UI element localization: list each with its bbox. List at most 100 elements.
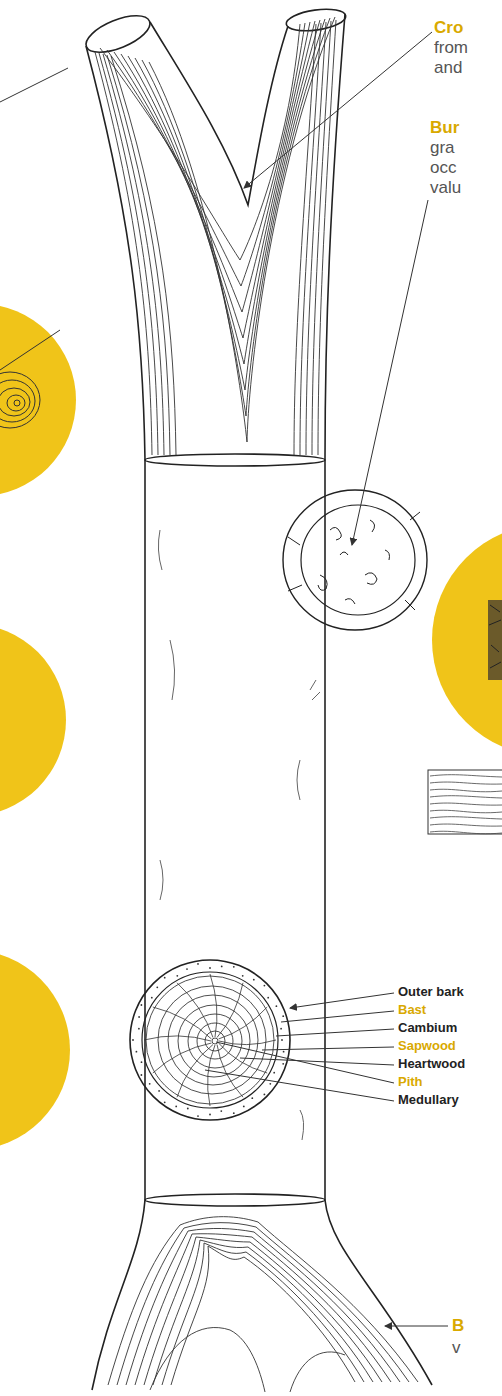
ray-line: [219, 1007, 268, 1039]
bark-dot: [138, 1028, 140, 1030]
ray-line: [208, 1045, 215, 1106]
bark-dot: [175, 1106, 177, 1108]
ray-line: [177, 983, 213, 1038]
bark-dot: [276, 1005, 278, 1007]
grain-line: [430, 803, 502, 805]
note-text: gra: [430, 138, 455, 158]
bark-dot: [164, 977, 166, 979]
grain-line: [430, 817, 502, 819]
bark-dot: [176, 975, 178, 977]
yellow-circle: [0, 950, 70, 1150]
bark-dot: [141, 1004, 143, 1006]
root-grain: [108, 1217, 418, 1392]
grain-line: [121, 21, 315, 338]
grain-line: [430, 789, 502, 792]
part-name: Sapwood: [398, 1039, 456, 1054]
grain-lines: [430, 775, 502, 834]
part-name: Cro: [434, 18, 463, 38]
ring-sample: [0, 372, 40, 428]
cross-section: [130, 960, 290, 1120]
ray-line: [217, 983, 243, 1038]
bark-dot: [156, 986, 158, 988]
part-name: B: [452, 1316, 464, 1336]
bark-dot: [280, 1028, 282, 1030]
bark-dot: [282, 1015, 284, 1017]
note-text: valu: [430, 178, 461, 198]
grain-line: [117, 1223, 409, 1385]
bark-dot: [242, 975, 244, 977]
grain-line: [430, 831, 502, 834]
bark-dot: [282, 1063, 284, 1065]
bark-dot: [164, 1101, 166, 1103]
crotch-grain: [95, 17, 336, 455]
grain-line: [300, 23, 321, 455]
bark-marks: [158, 530, 320, 1140]
medullary-rays: [144, 974, 276, 1106]
note-text: v: [452, 1338, 461, 1358]
ray-line: [153, 1007, 212, 1039]
grain-line: [294, 24, 316, 455]
part-name: Outer bark: [398, 985, 464, 1000]
ray-line: [210, 974, 217, 1037]
bark-dot: [209, 967, 211, 969]
trunk-outline: [81, 6, 347, 1206]
part-name: Bast: [398, 1003, 426, 1018]
note-text: occ: [430, 158, 456, 178]
grain-sample: [428, 770, 502, 834]
bark-dot: [220, 1110, 222, 1112]
burl: [283, 490, 427, 630]
bark-dot: [253, 979, 255, 981]
bark-dots: [132, 963, 284, 1117]
grain-line: [150, 1328, 265, 1393]
burl-sample-texture: [489, 605, 501, 668]
yellow-circle: [0, 624, 66, 816]
bark-dot: [187, 1108, 189, 1110]
burl-sample: [488, 600, 502, 680]
part-name: Pith: [398, 1075, 423, 1090]
bark-dot: [251, 1097, 253, 1099]
note-text: and: [434, 58, 462, 78]
part-name: Bur: [430, 118, 459, 138]
bark-dot: [281, 1039, 283, 1041]
grain-line: [430, 810, 502, 813]
grain-line: [162, 1243, 364, 1385]
bark-dot: [136, 1051, 138, 1053]
bark-dot: [273, 1072, 275, 1074]
grain-line: [430, 824, 502, 826]
bark-dot: [264, 1094, 266, 1096]
grain-line: [430, 782, 502, 784]
grain-line: [430, 775, 502, 777]
part-name: Medullary: [398, 1093, 459, 1108]
grain-line: [108, 1217, 418, 1385]
bark-dot: [141, 1074, 143, 1076]
bark-dot: [186, 968, 188, 970]
bark-dot: [197, 1115, 199, 1117]
bark-dot: [233, 1112, 235, 1114]
grain-line: [135, 1234, 391, 1385]
bark-dot: [138, 1016, 140, 1018]
bark-dot: [158, 1090, 160, 1092]
grain-line: [171, 1246, 355, 1385]
bark-dot: [243, 1106, 245, 1108]
grain-line: [430, 796, 502, 798]
root-outline: [92, 1200, 432, 1390]
grain-line: [144, 1237, 382, 1385]
callout-line: [0, 68, 68, 102]
leader-lines: [205, 32, 448, 1326]
grain-line: [312, 21, 331, 455]
grain-line: [306, 22, 326, 455]
grain-line: [153, 1240, 373, 1385]
part-name: Heartwood: [398, 1057, 465, 1072]
ray-line: [217, 1045, 243, 1098]
ray-line: [144, 1036, 211, 1041]
grain-line: [111, 56, 176, 455]
bark-dot: [197, 963, 199, 965]
note-text: from: [434, 38, 468, 58]
part-name: Cambium: [398, 1021, 457, 1036]
grain-line: [126, 1228, 400, 1385]
bark-dot: [151, 997, 153, 999]
ray-line: [153, 1043, 212, 1073]
bark-dot: [221, 966, 223, 968]
